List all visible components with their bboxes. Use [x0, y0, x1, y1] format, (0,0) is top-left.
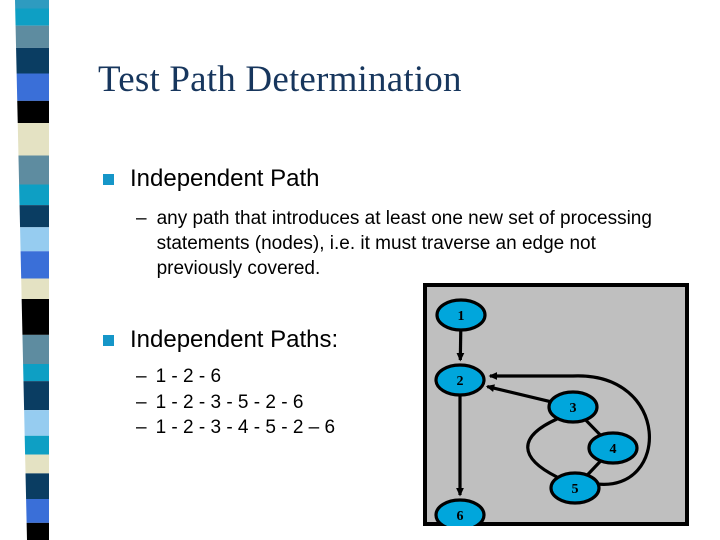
definition-sub-bullet: – any path that introduces at least one … [136, 206, 668, 281]
square-bullet-icon [103, 174, 114, 185]
graph-edge [586, 459, 602, 477]
graph-edge [485, 384, 551, 404]
node-shape [435, 298, 487, 332]
stripe-band [19, 205, 49, 228]
dash-marker: – [136, 208, 147, 229]
stripe-band [15, 0, 49, 9]
stripe-band [17, 123, 49, 156]
stripe-band [24, 410, 49, 436]
stripe-band [20, 251, 49, 279]
graph-edge [584, 418, 602, 437]
dash-marker: – [136, 391, 147, 413]
stripe-band [22, 334, 49, 364]
bullet-item-independent-paths: Independent Paths: [103, 325, 338, 354]
node-label: 5 [572, 482, 579, 497]
list-item: – 1 - 2 - 3 - 5 - 2 - 6 [136, 390, 335, 416]
node-shape [434, 363, 486, 397]
flow-graph: 1 2 3 4 5 6 [434, 298, 651, 526]
bullet-item-independent-path: Independent Path [103, 164, 320, 193]
stripe-band [26, 498, 49, 523]
dash-marker: – [136, 417, 147, 438]
stripe-band [15, 8, 50, 26]
node-label: 4 [610, 442, 617, 457]
stripe-band [24, 435, 49, 455]
path-text: 1 - 2 - 6 [155, 366, 222, 387]
graph-node-1[interactable]: 1 [435, 298, 487, 332]
stripe-band [16, 47, 49, 74]
stripe-band [18, 155, 49, 185]
stripe-band [26, 522, 49, 540]
independent-path-list: – 1 - 2 - 6 – 1 - 2 - 3 - 5 - 2 - 6 – 1 … [136, 364, 335, 441]
node-shape [587, 431, 639, 465]
graph-edge [526, 417, 558, 479]
graph-node-6[interactable]: 6 [434, 498, 486, 526]
path-text: 1 - 2 - 3 - 5 - 2 - 6 [155, 391, 304, 413]
bullet-label: Independent Paths: [130, 326, 339, 353]
graph-edge [488, 372, 651, 486]
square-bullet-icon [103, 335, 114, 346]
control-flow-diagram: 1 2 3 4 5 6 [423, 283, 693, 530]
stripe-band [21, 278, 49, 300]
list-item: – 1 - 2 - 3 - 4 - 5 - 2 – 6 [136, 415, 335, 441]
node-label: 6 [457, 509, 464, 524]
left-color-stripe [15, 0, 50, 540]
page-title: Test Path Determination [98, 59, 462, 100]
graph-node-5[interactable]: 5 [549, 471, 601, 505]
node-shape [547, 390, 599, 424]
dash-marker: – [136, 366, 147, 387]
stripe-band [25, 454, 49, 474]
path-text: 1 - 2 - 3 - 4 - 5 - 2 – 6 [155, 417, 336, 438]
stripe-band [23, 381, 49, 411]
graph-node-3[interactable]: 3 [547, 390, 599, 424]
stripe-band [16, 73, 49, 101]
definition-text: any path that introduces at least one ne… [156, 208, 652, 279]
node-label: 1 [458, 309, 465, 324]
list-item: – 1 - 2 - 6 [136, 364, 335, 390]
graph-node-4[interactable]: 4 [587, 431, 639, 465]
stripe-band [23, 363, 49, 382]
stripe-band [15, 25, 50, 48]
stripe-band [19, 184, 49, 206]
stripe-band [21, 299, 49, 335]
node-shape [549, 471, 601, 505]
node-label: 3 [570, 401, 577, 416]
stripe-band [17, 100, 49, 124]
node-shape [434, 498, 486, 526]
stripe-band [20, 227, 49, 252]
graph-node-2[interactable]: 2 [434, 363, 486, 397]
node-label: 2 [457, 374, 464, 389]
bullet-label: Independent Path [130, 165, 320, 192]
stripe-band [25, 473, 49, 499]
